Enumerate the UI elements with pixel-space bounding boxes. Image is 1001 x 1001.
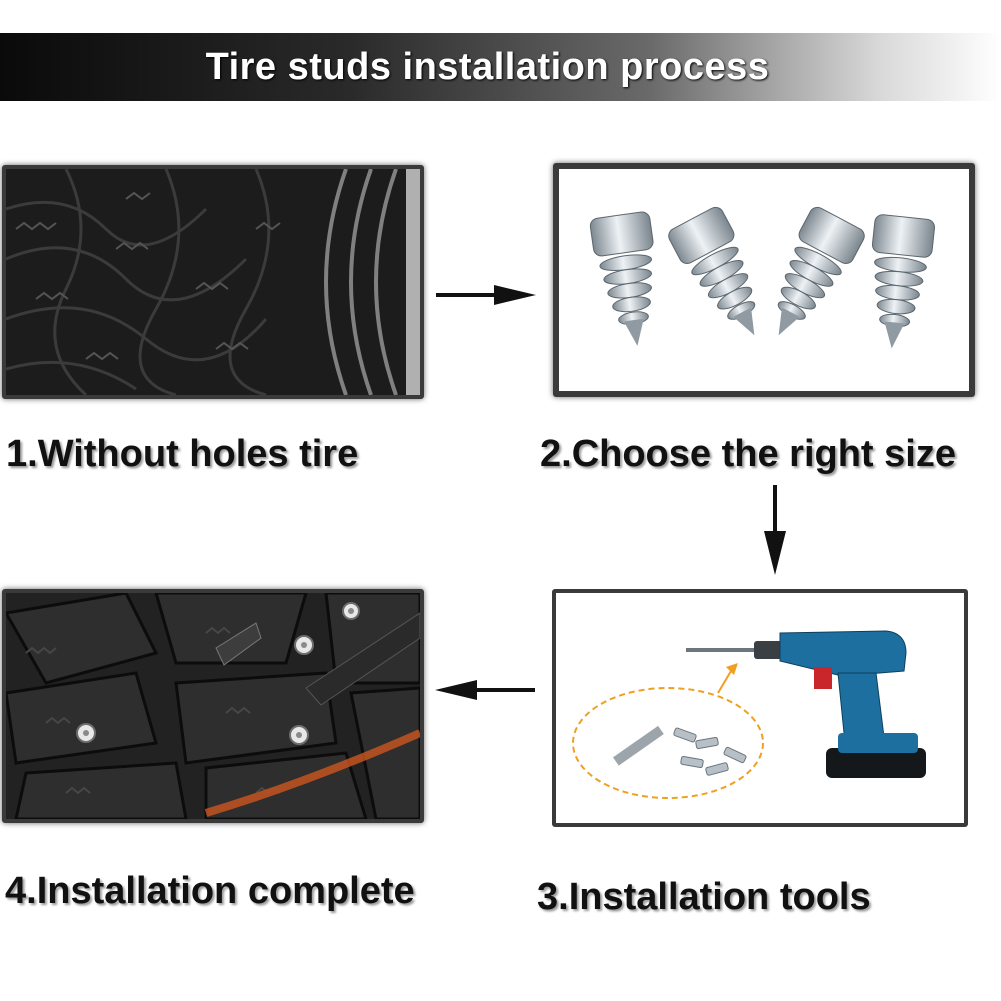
- tire-studs-image: [559, 169, 969, 391]
- step-4-image: [2, 589, 424, 823]
- down-arrow-icon: [764, 485, 786, 575]
- step-1-caption: 1.Without holes tire: [6, 433, 359, 475]
- left-arrow-icon: [435, 680, 535, 700]
- step-4-caption: 4.Installation complete: [5, 870, 415, 912]
- step-2-image: [553, 163, 975, 397]
- step-2-caption: 2.Choose the right size: [540, 433, 956, 475]
- right-arrow-icon: [436, 285, 536, 305]
- step-1-image: [2, 165, 424, 399]
- page-title: Tire studs installation process: [205, 46, 770, 88]
- installation-tools-image: [556, 593, 964, 823]
- step-3-caption: 3.Installation tools: [537, 876, 871, 918]
- tire-tread-image: [6, 169, 420, 395]
- step-3-image: [552, 589, 968, 827]
- title-bar: Tire studs installation process: [0, 33, 1001, 101]
- studded-tire-image: [6, 593, 420, 819]
